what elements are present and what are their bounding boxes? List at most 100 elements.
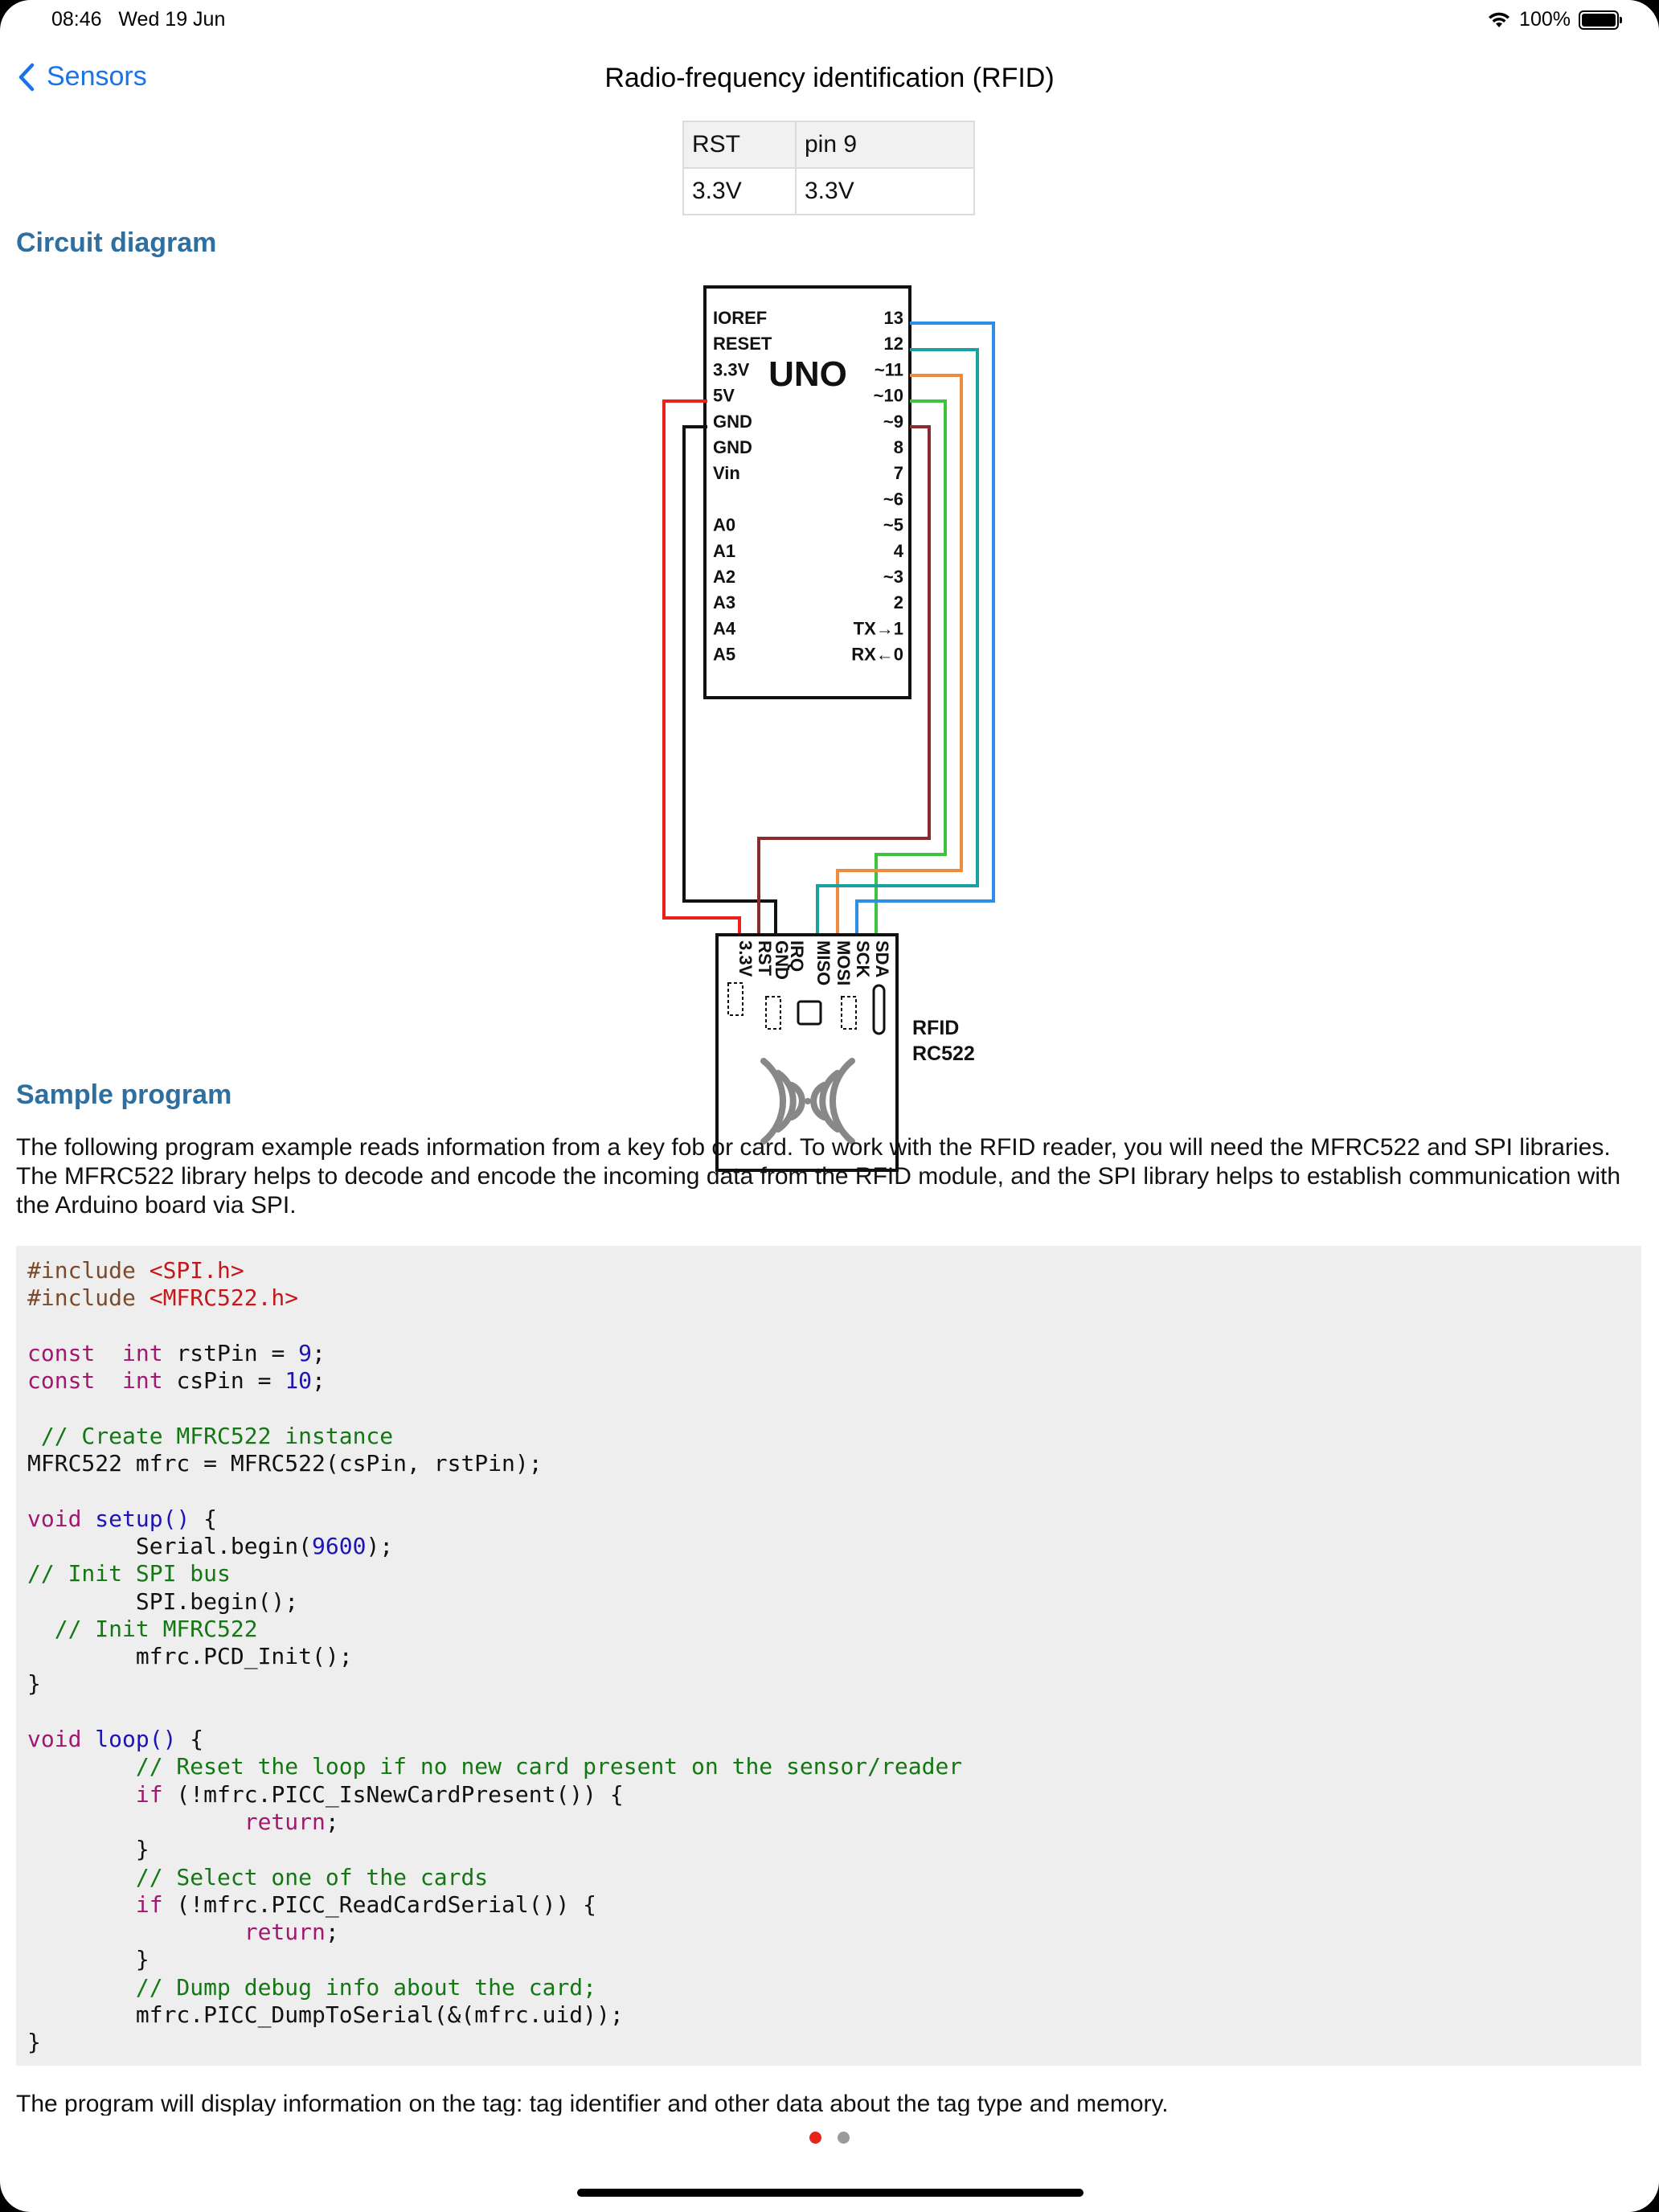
rfid-antenna-icon bbox=[760, 1058, 855, 1145]
module-label-rfid: RFID bbox=[912, 1017, 959, 1039]
code-token: if bbox=[135, 1890, 163, 1918]
code-line: SPI.begin(); bbox=[27, 1588, 298, 1615]
code-token bbox=[27, 1781, 136, 1808]
module-pin-label: 3.3V bbox=[735, 940, 756, 977]
board-pin-label: GND bbox=[713, 437, 752, 457]
wire-orange-pin11 bbox=[836, 374, 963, 935]
board-pin-label: 2 bbox=[894, 592, 903, 612]
code-line: } bbox=[27, 1836, 150, 1862]
code-line: void loop() { bbox=[27, 1726, 203, 1752]
section-heading-sample: Sample program bbox=[16, 1079, 232, 1110]
code-token: int bbox=[122, 1367, 163, 1395]
code-token: mfrc.PCD_Init(); bbox=[27, 1643, 353, 1670]
board-pin-label: 3.3V bbox=[713, 359, 750, 379]
code-line: const int csPin = 10; bbox=[27, 1367, 326, 1394]
code-line: return; bbox=[27, 1919, 339, 1945]
code-token: ; bbox=[312, 1367, 326, 1395]
rfid-module bbox=[715, 933, 899, 1172]
board-pin-label: ~6 bbox=[883, 489, 903, 509]
description-paragraph: The following program example reads info… bbox=[16, 1134, 1621, 1219]
code-token: (!mfrc.PICC_ReadCardSerial()) { bbox=[162, 1890, 597, 1918]
board-pin-label: A4 bbox=[713, 618, 736, 638]
board-pin-label: A5 bbox=[713, 645, 735, 665]
code-line: // Reset the loop if no new card present… bbox=[27, 1753, 962, 1780]
code-token: } bbox=[27, 2029, 41, 2056]
result-paragraph: The program will display information on … bbox=[16, 2091, 1169, 2116]
code-token bbox=[95, 1367, 122, 1394]
code-line: const int rstPin = 9; bbox=[27, 1340, 326, 1366]
home-indicator[interactable] bbox=[577, 2189, 1083, 2197]
board-pin-label: IOREF bbox=[713, 308, 767, 328]
table-cell: pin 9 bbox=[795, 121, 975, 169]
code-token bbox=[95, 1340, 122, 1366]
code-token: } bbox=[27, 1670, 41, 1698]
code-line: if (!mfrc.PICC_IsNewCardPresent()) { bbox=[27, 1781, 624, 1808]
module-crystal bbox=[872, 984, 886, 1035]
circuit-diagram: UNO IOREFRESET3.3V5VGNDGNDVinA0A1A2A3A4A… bbox=[662, 285, 995, 1172]
code-token bbox=[81, 1505, 95, 1532]
board-pin-label: ~3 bbox=[883, 567, 903, 587]
code-token: SPI.begin(); bbox=[27, 1587, 299, 1615]
code-token: setup() bbox=[95, 1505, 190, 1532]
code-line: // Init SPI bus bbox=[27, 1560, 231, 1587]
section-heading-circuit: Circuit diagram bbox=[16, 227, 217, 258]
board-pin-label: RX←0 bbox=[851, 645, 903, 665]
table-cell: 3.3V bbox=[682, 167, 797, 215]
code-token: #include bbox=[27, 1284, 150, 1312]
code-token: ); bbox=[366, 1532, 394, 1559]
status-bar: 08:46 Wed 19 Jun 100% bbox=[0, 0, 1659, 39]
code-token: // Init SPI bus bbox=[27, 1560, 231, 1587]
code-token bbox=[81, 1726, 95, 1752]
wire-red-5v bbox=[662, 399, 741, 935]
board-pin-label: ~11 bbox=[875, 359, 903, 379]
module-label-rc522: RC522 bbox=[912, 1043, 975, 1065]
board-pin-label: ~10 bbox=[874, 386, 903, 406]
code-line: } bbox=[27, 1670, 41, 1697]
board-label: UNO bbox=[768, 354, 847, 394]
code-block: #include <SPI.h> #include <MFRC522.h> co… bbox=[16, 1246, 1641, 2066]
code-token: void bbox=[27, 1726, 82, 1753]
code-token bbox=[27, 1809, 244, 1835]
code-token: Serial.begin( bbox=[27, 1532, 313, 1559]
wifi-icon bbox=[1489, 12, 1510, 27]
wire-black-gnd bbox=[682, 425, 777, 935]
battery-percent: 100% bbox=[1519, 8, 1571, 31]
status-time-date: 08:46 Wed 19 Jun bbox=[51, 8, 226, 31]
code-line: // Init MFRC522 bbox=[27, 1616, 258, 1642]
code-line: mfrc.PCD_Init(); bbox=[27, 1643, 353, 1669]
article-content[interactable]: RST pin 9 3.3V 3.3V Circuit diagram UNO … bbox=[0, 121, 1659, 2116]
board-pin-label: Vin bbox=[713, 463, 740, 483]
arduino-board bbox=[703, 285, 911, 699]
code-line: // Select one of the cards bbox=[27, 1864, 488, 1890]
wire-brown-pin9 bbox=[757, 425, 931, 935]
module-pin-label: RST bbox=[755, 940, 775, 977]
board-pin-label: 12 bbox=[884, 334, 903, 354]
code-token: // Dump debug info about the card; bbox=[27, 1973, 597, 2001]
code-token: } bbox=[27, 1946, 150, 1973]
code-line: return; bbox=[27, 1809, 339, 1835]
module-chip bbox=[797, 1000, 822, 1026]
table-cell: 3.3V bbox=[795, 167, 975, 215]
page-title: Radio-frequency identification (RFID) bbox=[604, 63, 1055, 93]
module-chip-dots-2 bbox=[765, 996, 781, 1030]
board-pin-label: A2 bbox=[713, 567, 735, 587]
code-token: } bbox=[27, 1836, 150, 1863]
code-line: } bbox=[27, 1946, 150, 1972]
code-listing: #include <SPI.h> #include <MFRC522.h> co… bbox=[16, 1246, 1641, 2068]
board-pin-label: 8 bbox=[894, 437, 903, 457]
navigation-bar: Sensors Radio-frequency identification (… bbox=[0, 56, 1659, 104]
module-pin-label: IRQ bbox=[787, 940, 807, 972]
module-pin-label: GND bbox=[772, 940, 792, 980]
back-button[interactable]: Sensors bbox=[18, 61, 147, 92]
code-line: void setup() { bbox=[27, 1505, 217, 1532]
page-dot[interactable] bbox=[838, 2132, 850, 2144]
page-dot[interactable] bbox=[809, 2132, 821, 2144]
code-line: mfrc.PICC_DumpToSerial(&(mfrc.uid)); bbox=[27, 2001, 624, 2028]
code-token: return bbox=[244, 1808, 326, 1835]
board-pin-label: 4 bbox=[894, 541, 904, 561]
battery-icon bbox=[1579, 10, 1622, 30]
board-pin-label: TX→1 bbox=[854, 618, 903, 638]
code-token: (!mfrc.PICC_IsNewCardPresent()) { bbox=[162, 1780, 624, 1808]
